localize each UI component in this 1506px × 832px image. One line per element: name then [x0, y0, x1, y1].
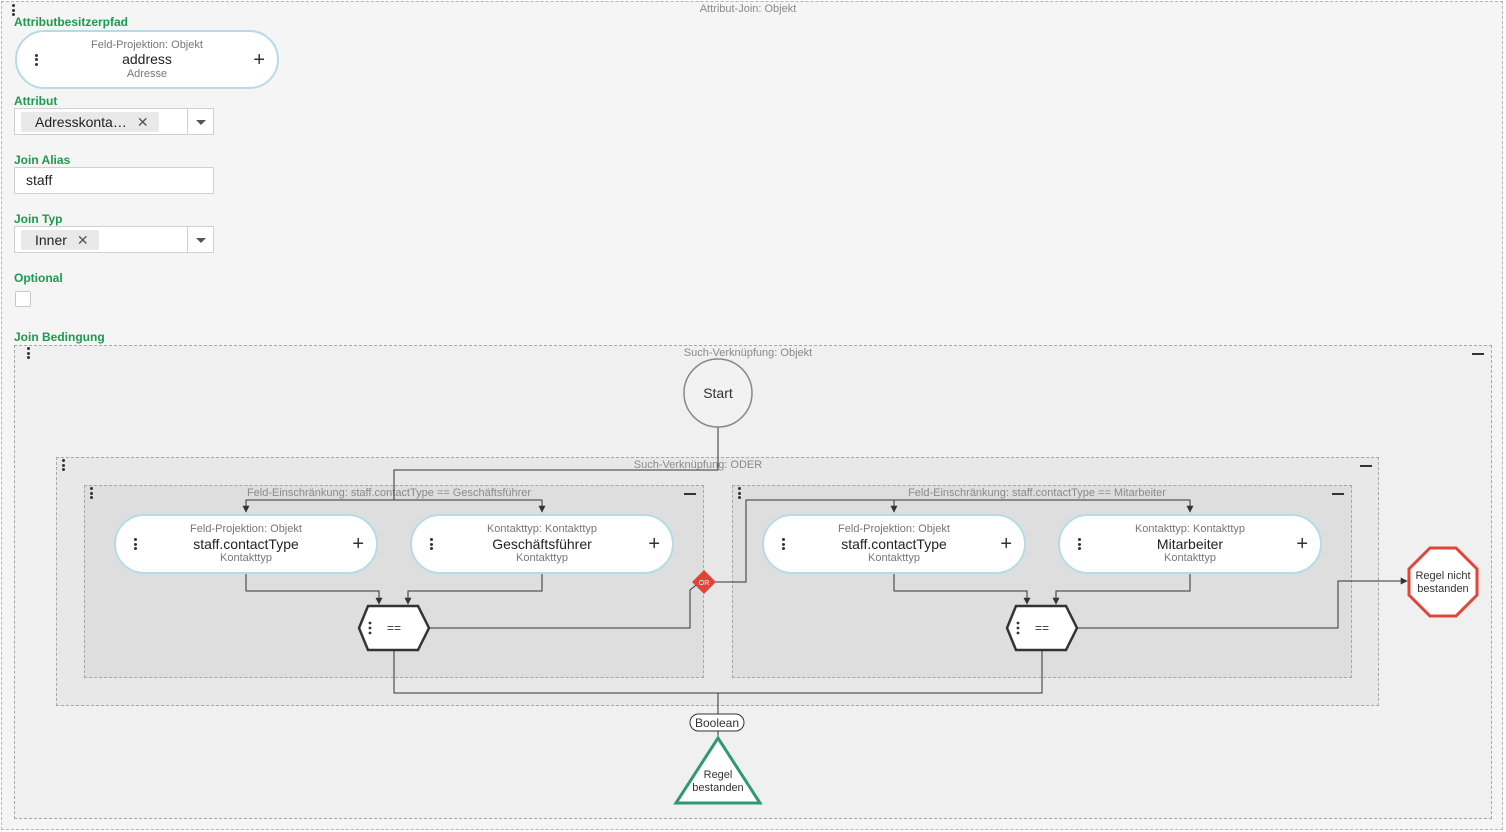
connector-right-a-op	[893, 574, 1031, 605]
join-alias-input[interactable]: staff	[14, 167, 214, 194]
connector-fail	[1076, 577, 1408, 629]
fail-label-line1: Regel nicht	[1415, 570, 1470, 582]
connector-left-or	[428, 581, 701, 629]
connector-bottom	[393, 650, 1043, 694]
connector-left-a-op	[245, 574, 383, 605]
minus-icon[interactable]	[1360, 465, 1372, 467]
start-node[interactable]	[683, 358, 753, 428]
panel-title: Attribut-Join: Objekt	[699, 3, 797, 15]
select-divider	[187, 227, 188, 252]
pill-main: Geschäftsführer	[492, 535, 592, 552]
plus-icon[interactable]: +	[1000, 533, 1012, 555]
kebab-menu-icon[interactable]	[33, 53, 39, 66]
pill-sub: Feld-Projektion: Objekt	[190, 523, 302, 536]
owner-path-label: Attributbesitzerpfad	[14, 15, 128, 29]
minus-icon[interactable]	[1472, 353, 1484, 355]
pill-type: Kontakttyp	[1164, 552, 1216, 565]
join-type-chip: Inner ✕	[21, 230, 99, 250]
kebab-menu-icon[interactable]	[428, 538, 434, 550]
operator-right-node[interactable]	[1005, 604, 1079, 652]
join-condition-label: Join Bedingung	[14, 330, 105, 344]
pill-type: Kontakttyp	[868, 552, 920, 565]
kebab-menu-icon[interactable]	[10, 4, 16, 16]
close-icon[interactable]: ✕	[136, 114, 149, 130]
pass-label-line2: bestanden	[692, 782, 743, 794]
connector-right-b-op	[1052, 574, 1191, 605]
minus-icon[interactable]	[684, 493, 696, 495]
boolean-label: Boolean	[695, 716, 739, 730]
pass-label-line1: Regel	[704, 769, 733, 781]
or-node[interactable]	[692, 570, 716, 594]
connector-start	[393, 427, 719, 487]
kebab-menu-icon[interactable]	[780, 538, 786, 550]
owner-path-pill[interactable]: Feld-Projektion: Objekt address Adresse …	[15, 30, 279, 89]
operator-left-label: ==	[387, 621, 401, 635]
join-alias-label: Join Alias	[14, 153, 71, 167]
pill-sub: Kontakttyp: Kontakttyp	[1134, 523, 1246, 536]
operator-right-label: ==	[1035, 621, 1049, 635]
pill-type: Kontakttyp	[516, 552, 568, 565]
operator-left-node[interactable]	[357, 604, 431, 652]
attribute-label: Attribut	[14, 94, 58, 108]
pill-sub: Kontakttyp: Kontakttyp	[486, 523, 598, 536]
connector-right-b	[894, 499, 1194, 513]
caret-down-icon[interactable]	[196, 120, 206, 125]
plus-icon[interactable]: +	[352, 533, 364, 555]
kebab-menu-icon[interactable]	[736, 487, 742, 499]
kebab-menu-icon[interactable]	[88, 487, 94, 499]
field-constraint-right-title: Feld-Einschränkung: staff.contactType ==…	[908, 487, 1166, 499]
kebab-menu-icon[interactable]	[1016, 621, 1020, 635]
fail-node[interactable]	[1407, 546, 1479, 618]
pill-main: Mitarbeiter	[1156, 535, 1224, 552]
attribute-chip: Adresskonta… ✕	[21, 112, 159, 132]
field-constraint-left-title: Feld-Einschränkung: staff.contactType ==…	[246, 487, 532, 499]
pill-main: staff.contactType	[841, 535, 947, 552]
pill-main: staff.contactType	[193, 535, 299, 552]
minus-icon[interactable]	[1332, 493, 1344, 495]
kebab-menu-icon[interactable]	[368, 621, 372, 635]
pill-sub: Feld-Projektion: Objekt	[838, 523, 950, 536]
connector-left-b	[394, 499, 546, 513]
pill-main: address	[122, 51, 172, 68]
plus-icon[interactable]: +	[648, 533, 660, 555]
pill-sub: Feld-Projektion: Objekt	[91, 38, 203, 51]
kebab-menu-icon[interactable]	[25, 347, 31, 359]
or-label: OR	[699, 580, 710, 587]
connector-left-a	[242, 487, 395, 513]
plus-icon[interactable]: +	[253, 48, 265, 71]
kebab-menu-icon[interactable]	[132, 538, 138, 550]
optional-checkbox[interactable]	[15, 291, 31, 307]
boolean-badge	[689, 713, 745, 732]
connector-left-b-op	[404, 574, 543, 605]
select-divider	[187, 109, 188, 134]
search-link-object-title: Such-Verknüpfung: Objekt	[683, 347, 813, 359]
left-contact-type-pill[interactable]: Kontakttyp: Kontakttyp Geschäftsführer K…	[410, 514, 674, 574]
caret-down-icon[interactable]	[196, 238, 206, 243]
pill-type: Kontakttyp	[220, 552, 272, 565]
fail-label-line2: bestanden	[1417, 583, 1468, 595]
plus-icon[interactable]: +	[1296, 533, 1308, 555]
left-field-projection-pill[interactable]: Feld-Projektion: Objekt staff.contactTyp…	[114, 514, 378, 574]
join-type-select[interactable]: Inner ✕	[14, 226, 214, 253]
search-link-or-title: Such-Verknüpfung: ODER	[633, 459, 763, 471]
attribute-select[interactable]: Adresskonta… ✕	[14, 108, 214, 135]
optional-label: Optional	[14, 271, 63, 285]
join-type-label: Join Typ	[14, 212, 63, 226]
pill-type: Adresse	[126, 67, 168, 80]
connector-right-a	[710, 499, 898, 583]
attribute-chip-label: Adresskonta…	[35, 114, 127, 130]
right-field-projection-pill[interactable]: Feld-Projektion: Objekt staff.contactTyp…	[762, 514, 1026, 574]
kebab-menu-icon[interactable]	[60, 459, 66, 471]
close-icon[interactable]: ✕	[76, 232, 89, 248]
join-type-chip-label: Inner	[35, 232, 67, 248]
right-contact-type-pill[interactable]: Kontakttyp: Kontakttyp Mitarbeiter Konta…	[1058, 514, 1322, 574]
kebab-menu-icon[interactable]	[1076, 538, 1082, 550]
start-label: Start	[703, 385, 733, 401]
pass-node[interactable]	[673, 735, 763, 805]
